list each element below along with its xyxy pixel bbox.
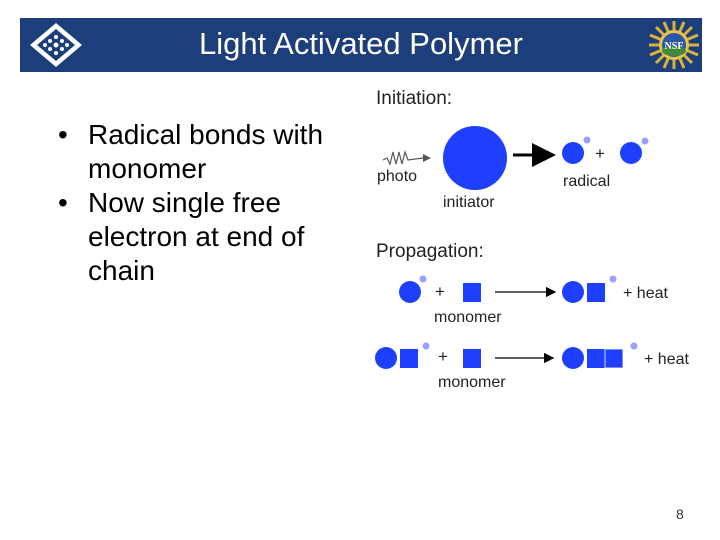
- monomer-block: [463, 283, 481, 302]
- page-number: 8: [676, 506, 684, 522]
- radical-particle: [399, 281, 421, 303]
- monomer-block: [463, 349, 481, 368]
- slide-title: Light Activated Polymer: [199, 26, 523, 61]
- title-bar: Light Activated Polymer NSF: [20, 18, 702, 72]
- radical-particle: [620, 142, 642, 164]
- plus-sign: +: [438, 347, 448, 366]
- heat-label: + heat: [644, 351, 689, 368]
- bullet-text: Radical bonds with monomer: [88, 119, 324, 184]
- radical-particle: [562, 347, 584, 369]
- light-wave-icon: [382, 149, 424, 166]
- monomer-block: [587, 349, 605, 368]
- photo-label: photo: [377, 168, 417, 185]
- monomer-block: [400, 349, 418, 368]
- monomer-label: monomer: [438, 374, 506, 391]
- plus-sign: +: [595, 144, 605, 163]
- svg-text:NSF: NSF: [665, 41, 684, 52]
- plus-sign: +: [435, 282, 445, 301]
- electron-dot: [583, 136, 591, 144]
- university-logo-icon: [30, 23, 82, 67]
- bullet-item: •Now single free electron at end of chai…: [58, 187, 305, 286]
- initiator-particle: [443, 126, 507, 190]
- radical-label: radical: [563, 173, 610, 190]
- electron-dot: [419, 275, 427, 283]
- propagation-label: Propagation:: [376, 241, 484, 262]
- bullet-item: •Radical bonds with monomer: [58, 119, 324, 184]
- electron-dot: [641, 137, 649, 145]
- heat-label: + heat: [623, 285, 668, 302]
- radical-particle: [562, 281, 584, 303]
- bullet-list: •Radical bonds with monomer •Now single …: [58, 118, 358, 288]
- monomer-label: monomer: [434, 309, 502, 326]
- radical-particle: [562, 142, 584, 164]
- monomer-block: [604, 348, 624, 369]
- light-arrowhead-icon: [423, 154, 431, 162]
- electron-dot: [630, 342, 638, 350]
- initiator-label: initiator: [443, 194, 495, 211]
- bullet-text: Now single free electron at end of chain: [88, 187, 305, 286]
- initiation-label: Initiation:: [376, 88, 452, 109]
- electron-dot: [422, 342, 430, 350]
- polymerization-diagram: Initiation: photo initiator + radical Pr…: [365, 80, 705, 400]
- electron-dot: [609, 275, 617, 283]
- radical-particle: [375, 347, 397, 369]
- nsf-seal-icon: NSF: [649, 21, 699, 69]
- diagram-canvas: Initiation: photo initiator + radical Pr…: [375, 88, 689, 391]
- monomer-block: [587, 283, 605, 302]
